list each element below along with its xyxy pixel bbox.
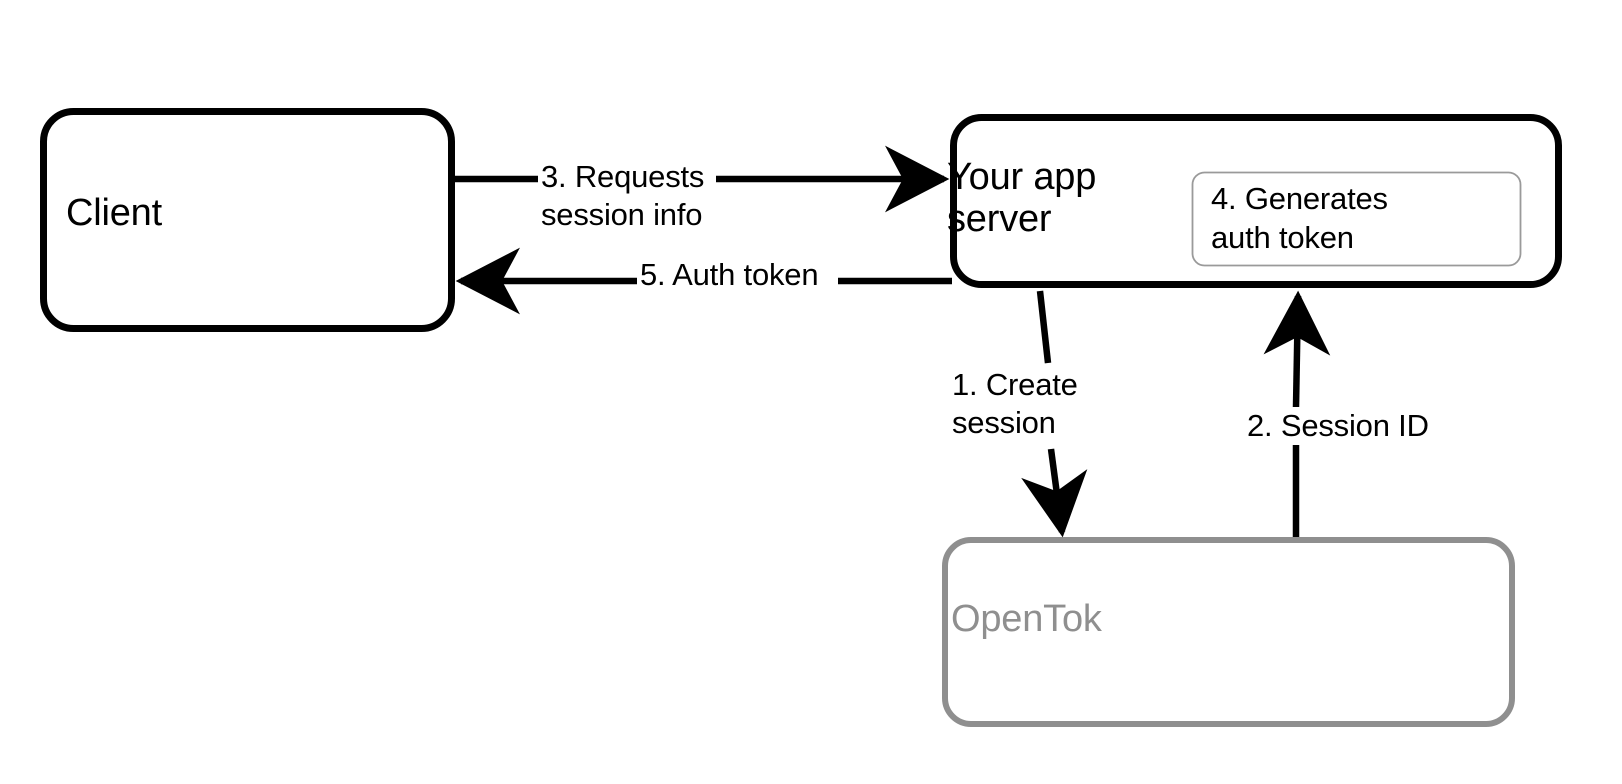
node-opentok-label: OpenTok bbox=[951, 598, 1102, 640]
node-client-label: Client bbox=[66, 192, 162, 234]
edge-1-label: 1. Create session bbox=[948, 366, 1082, 442]
node-app-server-label: Your app server bbox=[947, 156, 1097, 240]
edge-2-label: 2. Session ID bbox=[1243, 407, 1433, 445]
edge-3-label: 3. Requests session info bbox=[538, 158, 708, 234]
edge-1-line-top bbox=[1036, 290, 1052, 364]
node-opentok-shape bbox=[942, 537, 1515, 727]
node-generates-token-shape bbox=[1191, 171, 1522, 267]
node-client-shape bbox=[40, 108, 455, 332]
edge-5-label: 5. Auth token bbox=[637, 256, 822, 294]
node-generates-token-label: 4. Generates auth token bbox=[1211, 181, 1388, 255]
edge-1-line-bottom bbox=[1021, 448, 1088, 538]
edge-2-line-top bbox=[1263, 290, 1331, 408]
